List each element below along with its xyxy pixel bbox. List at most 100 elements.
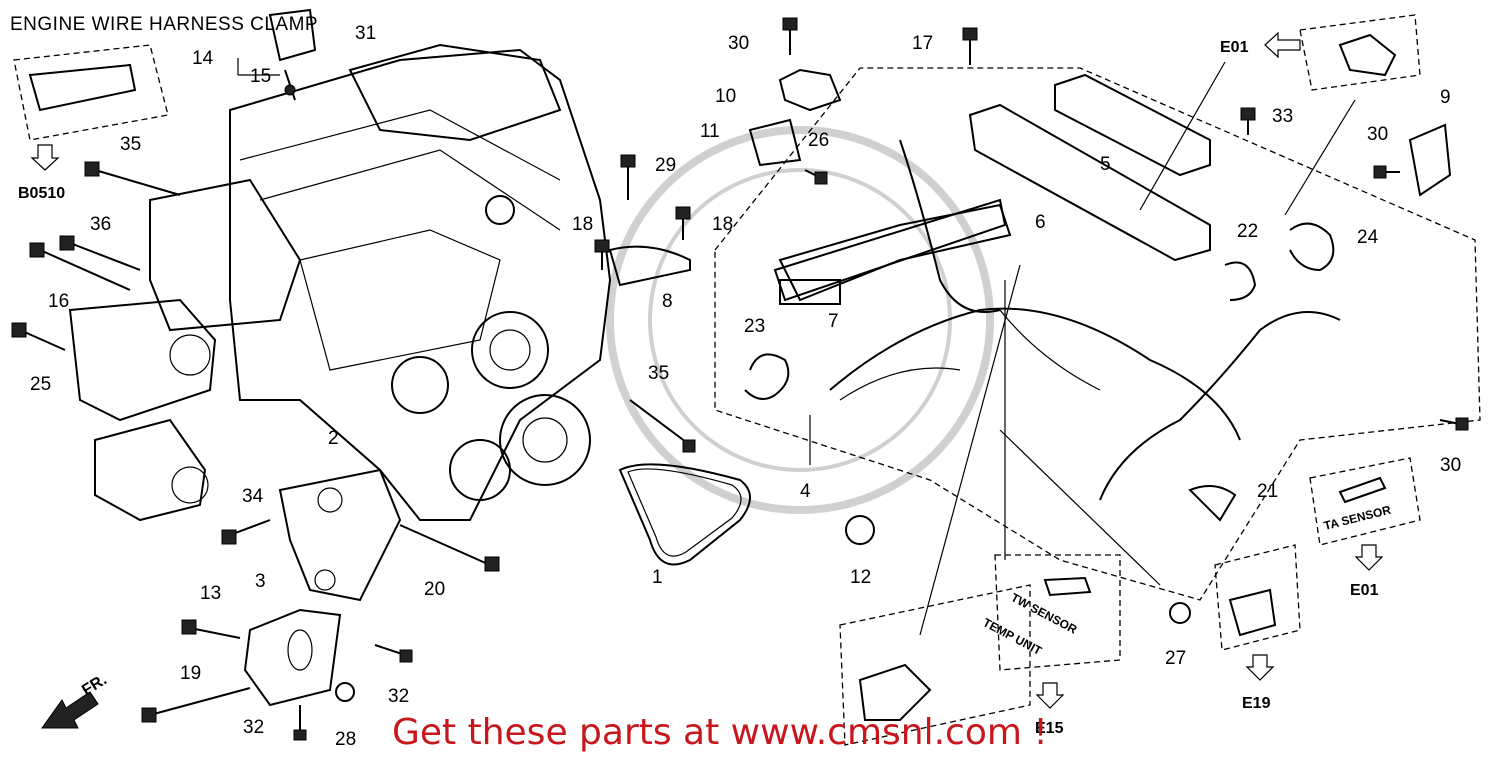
bolt-32-lower (293, 705, 307, 741)
bolt-33 (1240, 107, 1256, 135)
callout-8: 8 (662, 291, 673, 312)
callout-3: 3 (255, 571, 266, 592)
detail-box-sensors (994, 554, 1121, 671)
clamp-e19 (1228, 588, 1277, 637)
callout-25: 25 (30, 374, 51, 395)
tw-sensor-part (1043, 576, 1092, 597)
callout-21: 21 (1257, 481, 1278, 502)
callout-30-top: 30 (728, 33, 749, 54)
callout-10: 10 (715, 86, 736, 107)
bolt-25 (11, 322, 66, 351)
detail-box-top-left (13, 44, 169, 141)
callout-13: 13 (200, 583, 221, 604)
leader-lines (237, 58, 1356, 636)
engine-lower-left (149, 178, 302, 332)
ref-e01-bottom: E01 (1350, 582, 1379, 599)
clamp-9 (1408, 123, 1452, 197)
bolt-30-mid (1373, 165, 1400, 179)
bolt-35-left (84, 161, 181, 196)
front-label: FR. (79, 671, 110, 699)
starter-motor (68, 298, 217, 422)
callout-7: 7 (828, 311, 839, 332)
arrow-e15-down (1035, 682, 1065, 709)
nut-28 (335, 682, 355, 702)
callout-6: 6 (1035, 212, 1046, 233)
detail-box-ta-sensor (1309, 457, 1421, 546)
clamp-22 (1224, 261, 1257, 301)
drive-belt (618, 463, 751, 566)
callout-31: 31 (355, 23, 376, 44)
arrow-e01-left (1264, 31, 1301, 59)
callout-22: 22 (1237, 221, 1258, 242)
callout-28: 28 (335, 729, 356, 750)
harness-cover-7 (773, 198, 1007, 302)
callout-19: 19 (180, 663, 201, 684)
callout-33: 33 (1272, 106, 1293, 127)
detail-box-e01-top (1299, 14, 1421, 91)
ta-sensor-label: TA SENSOR (1322, 503, 1392, 533)
harness-cover-5 (1054, 73, 1211, 177)
bolt-20 (399, 524, 500, 572)
callout-5: 5 (1100, 154, 1111, 175)
bolt-29 (620, 154, 636, 200)
callout-18-right: 18 (712, 214, 733, 235)
bolt-18-left (594, 239, 610, 270)
callout-23: 23 (744, 316, 765, 337)
bolt-30-right (1439, 417, 1469, 431)
diagram-title: ENGINE WIRE HARNESS CLAMP (10, 14, 319, 35)
bolt-18-right (675, 206, 691, 240)
callout-9: 9 (1440, 87, 1451, 108)
watermark-logo (606, 126, 994, 514)
engine-block (229, 43, 612, 521)
clamp-14 (268, 8, 317, 62)
callout-24: 24 (1357, 227, 1379, 248)
callout-35-left: 35 (120, 134, 141, 155)
arrow-b0510-down (30, 144, 60, 171)
callout-12: 12 (850, 567, 871, 588)
callout-32-lower: 32 (243, 717, 264, 738)
callout-29: 29 (655, 155, 676, 176)
ta-sensor-part (1338, 476, 1387, 504)
callout-14: 14 (192, 48, 214, 69)
callout-2: 2 (328, 428, 339, 449)
callout-27: 27 (1165, 648, 1186, 669)
clip-15 (284, 69, 296, 101)
bolt-17 (962, 27, 978, 65)
detail-box-e15 (839, 584, 1031, 746)
clamp-10 (778, 68, 842, 112)
sensor-12 (845, 515, 875, 545)
bolt-19 (141, 687, 251, 723)
sensor-8 (608, 245, 691, 287)
arrow-e01-down (1354, 544, 1384, 571)
detail-box-e19 (1214, 544, 1301, 651)
clamp-23 (744, 353, 790, 400)
callout-1: 1 (652, 567, 663, 588)
bolt-16 (29, 242, 131, 291)
sensor-21 (1188, 485, 1237, 522)
bolt-32-right (374, 644, 413, 663)
callout-4: 4 (800, 481, 811, 502)
callout-16: 16 (48, 291, 69, 312)
engine-bracket-3 (243, 608, 342, 707)
callout-26: 26 (808, 130, 829, 151)
callout-18-left: 18 (572, 214, 593, 235)
callout-30-mid: 30 (1367, 124, 1388, 145)
promo-banner: Get these parts at www.cmsnl.com ! (392, 712, 1048, 753)
bolt-34 (221, 519, 271, 545)
callout-30-right: 30 (1440, 455, 1461, 476)
clamp-e15 (858, 663, 932, 721)
bracket-11 (748, 118, 802, 167)
ref-b0510: B0510 (18, 185, 65, 202)
bolt-35-right (629, 399, 696, 453)
wire-harness-4 (778, 139, 1341, 501)
clamp-e01-top (1338, 33, 1397, 77)
callout-17: 17 (912, 33, 933, 54)
sensor-27 (1169, 602, 1191, 624)
harness-cover-6 (968, 103, 1211, 262)
tw-sensor-label: TW SENSOR (1009, 590, 1080, 637)
callout-20: 20 (424, 579, 445, 600)
callout-15: 15 (250, 66, 271, 87)
temp-unit-label: TEMP UNIT (981, 615, 1045, 658)
bolt-30-top (782, 17, 798, 55)
